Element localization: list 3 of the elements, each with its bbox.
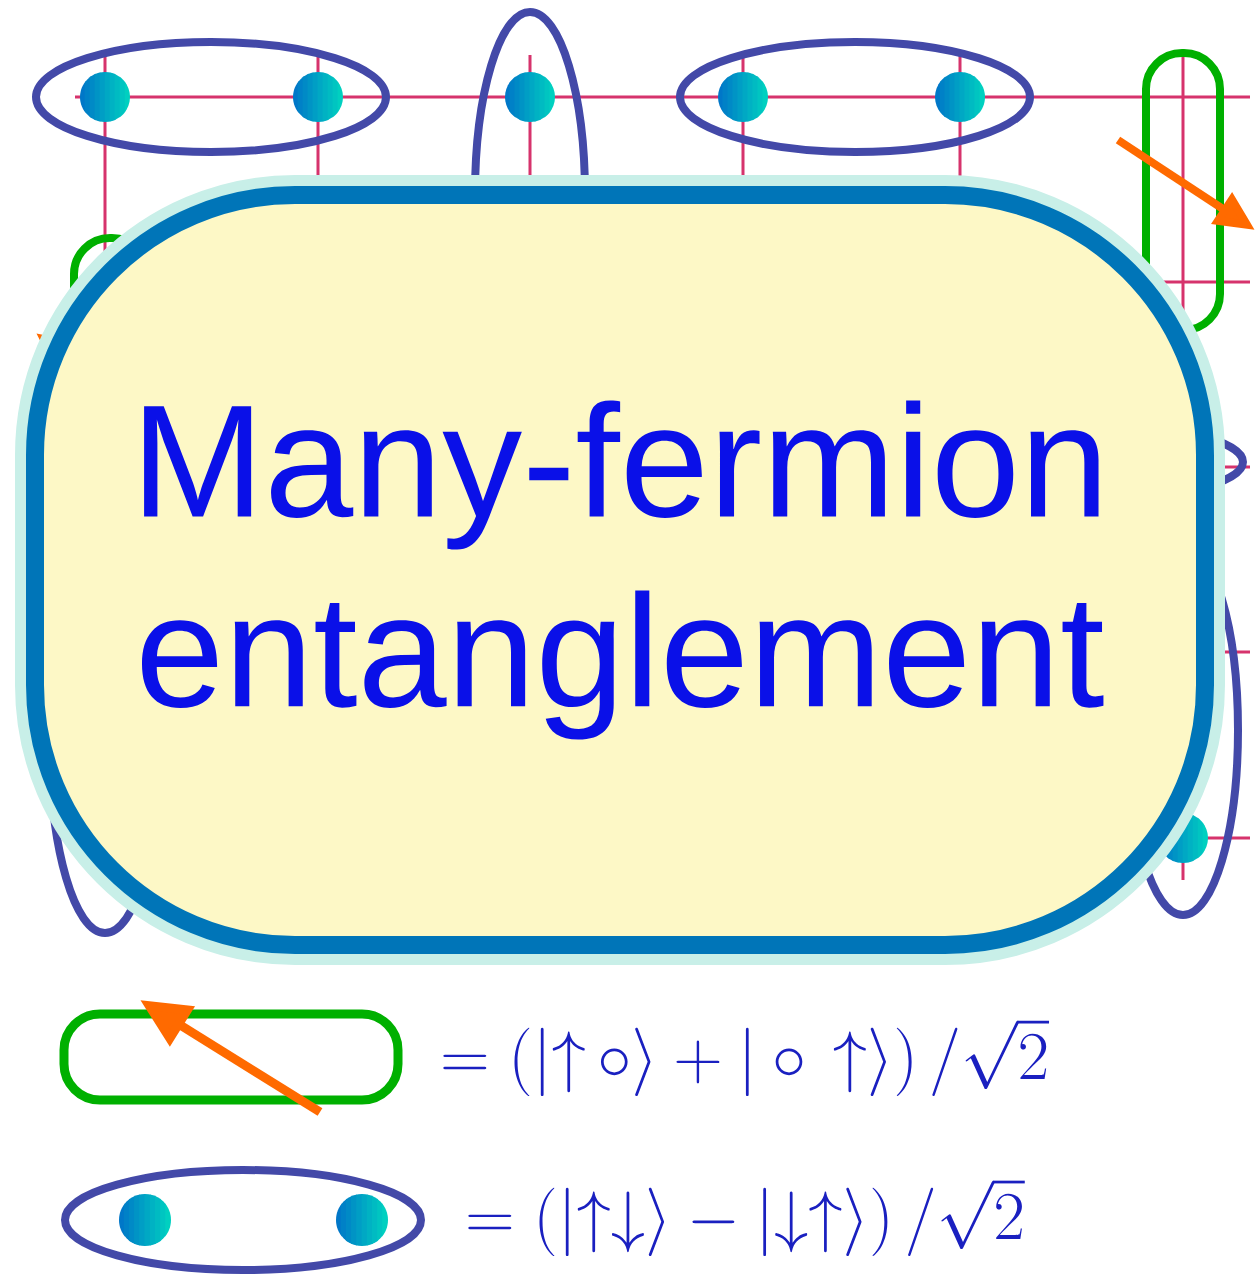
formula: $= \left(|{\uparrow}{\downarrow}\rangle - |{\downarrow}{\uparrow}\rangle\right)/\sqrt{2}$ [468,1180,1025,1257]
formula: $= \left(|{\uparrow}\,\circ\rangle + |\circ\,{\uparrow}\rangle\right)/\sqrt{2}$ [443,1020,1050,1097]
rounded-box: Many-fermion entanglement [15,175,1225,965]
